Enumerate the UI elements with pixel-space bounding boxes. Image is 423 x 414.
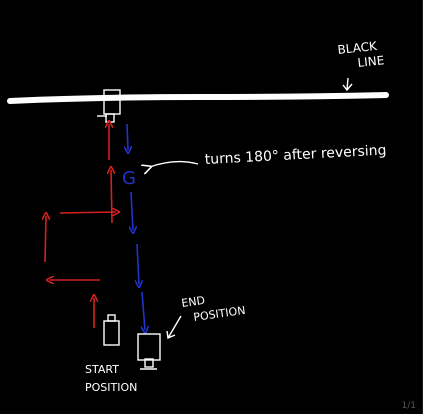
black-line-label-line2: LINE — [357, 53, 385, 70]
turn-glyph: G — [122, 168, 136, 189]
start-position-label: START POSITION — [85, 363, 137, 394]
forward-path-red — [45, 124, 116, 328]
end-position-label: END POSITION — [166, 294, 246, 340]
black-line-stroke — [7, 92, 389, 104]
start-position-label-line1: START — [85, 363, 119, 376]
blue-arrow-2 — [131, 191, 133, 230]
black-line-label-line1: BLACK — [337, 39, 379, 57]
return-path-blue — [127, 123, 145, 330]
red-arrow-4 — [59, 212, 116, 213]
end-position-label-line1: END — [181, 294, 206, 310]
red-arrow-5 — [111, 170, 112, 224]
red-arrow-3 — [45, 216, 46, 263]
blue-arrow-3 — [137, 243, 139, 284]
turn-note-arrow — [150, 160, 199, 167]
turn-note-label: turns 180° after reversing — [204, 142, 386, 167]
robot-end-position — [137, 333, 161, 370]
black-line-pointer-arrow — [342, 77, 353, 92]
blue-arrow-1 — [127, 123, 128, 150]
page-counter: 1/1 — [401, 401, 416, 411]
blue-arrow-4 — [142, 291, 145, 330]
robot-start-position — [103, 314, 120, 346]
start-position-label-line2: POSITION — [85, 381, 137, 394]
black-line-label: BLACK LINE — [337, 39, 385, 92]
end-position-pointer-arrow — [166, 315, 182, 340]
